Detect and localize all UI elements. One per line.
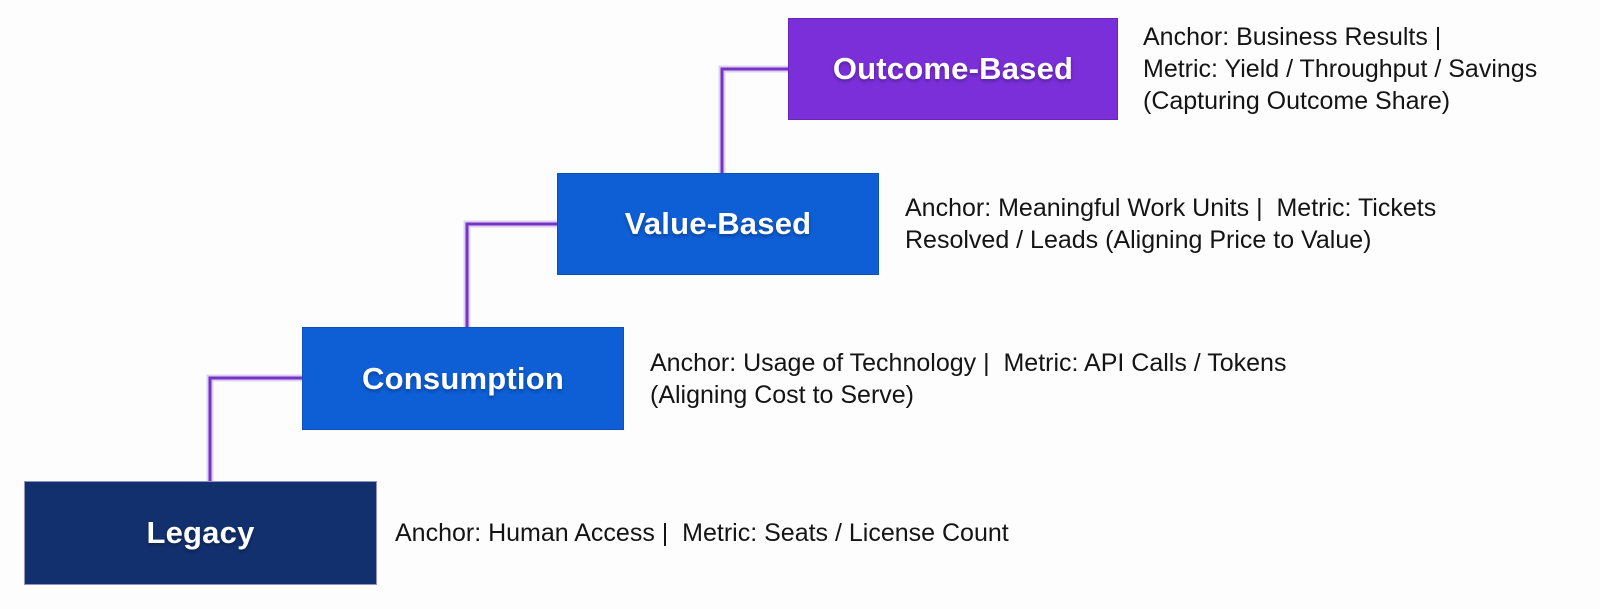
step-box-legacy: Legacy [24, 481, 377, 585]
step-desc-consumption: Anchor: Usage of Technology | Metric: AP… [650, 327, 1286, 430]
desc-line: (Capturing Outcome Share) [1143, 87, 1451, 115]
step-label-outcome-based: Outcome-Based [832, 51, 1074, 86]
step-box-outcome-based: Outcome-Based [788, 18, 1118, 120]
step-box-consumption: Consumption [302, 327, 624, 430]
connector-outcome-value-halo [718, 65, 788, 173]
desc-line: Anchor: Business Results | [1143, 23, 1442, 51]
step-label-consumption: Consumption [362, 360, 564, 396]
desc-line: Anchor: Usage of Technology | Metric: AP… [650, 348, 1287, 377]
step-desc-legacy: Anchor: Human Access | Metric: Seats / L… [395, 481, 1009, 585]
step-label-legacy: Legacy [146, 515, 255, 550]
connector-value-consumption [465, 222, 557, 327]
desc-line: Resolved / Leads (Aligning Price to Valu… [905, 226, 1372, 254]
connector-consumption-legacy-halo [206, 374, 302, 481]
desc-line: Metric: Yield / Throughput / Savings [1143, 55, 1538, 83]
step-desc-outcome-based: Anchor: Business Results | Metric: Yield… [1143, 18, 1537, 120]
connector-value-consumption-halo [463, 220, 557, 327]
step-label-value-based: Value-Based [624, 206, 812, 241]
desc-line: Anchor: Meaningful Work Units | Metric: … [905, 194, 1437, 222]
desc-line: (Aligning Cost to Serve) [650, 380, 915, 409]
connector-consumption-legacy [208, 376, 302, 481]
connector-outcome-value [720, 67, 788, 173]
step-desc-value-based: Anchor: Meaningful Work Units | Metric: … [905, 173, 1436, 275]
step-box-value-based: Value-Based [557, 173, 879, 275]
desc-line: Anchor: Human Access | Metric: Seats / L… [395, 519, 1009, 547]
